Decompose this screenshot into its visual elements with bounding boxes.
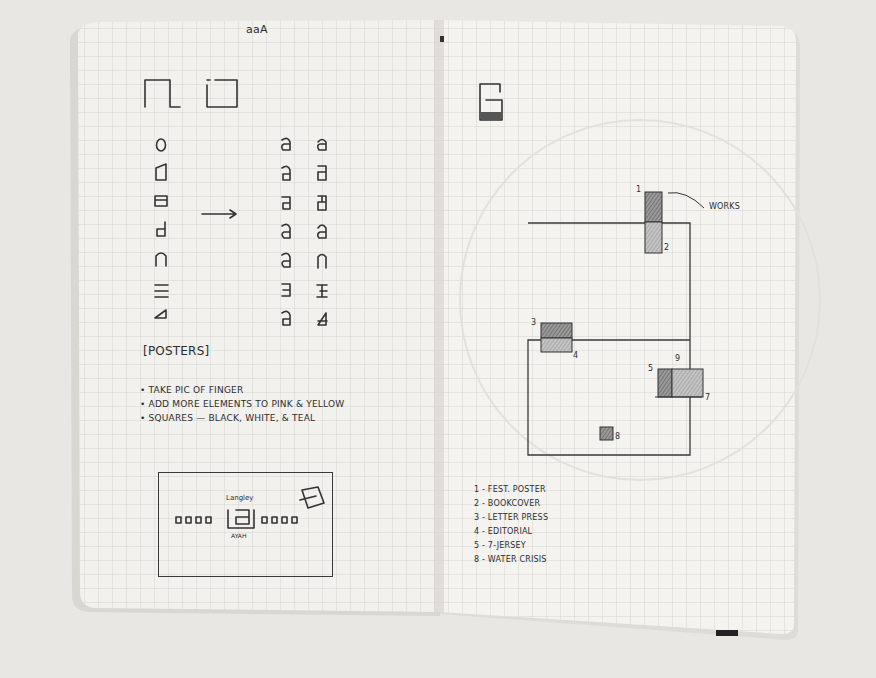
callout-number: 3 [531,319,536,328]
callout-label: WORKS [709,203,740,212]
callout-number: 2 [664,244,669,253]
callout-number: 4 [573,352,578,361]
logo-wordmark: Langley [226,495,253,503]
list-item: 2 - BOOKCOVER [474,500,540,509]
sketch-frame: LangleyAYAH [158,472,333,577]
list-item: 1 - FEST. POSTER [474,486,546,495]
note-line: • ADD MORE ELEMENTS TO PINK & YELLOW [140,400,344,410]
logo-name: AYAH [231,533,246,540]
section-heading: [POSTERS] [143,345,209,358]
callout-number: 7 [705,394,710,403]
list-item: 5 - 7-JERSEY [474,542,526,551]
page-heading: aaA [246,24,268,36]
list-item: 4 - EDITORIAL [474,528,532,537]
list-item: 8 - WATER CRISIS [474,556,547,565]
note-line: • TAKE PIC OF FINGER [140,386,243,396]
note-line: • SQUARES — BLACK, WHITE, & TEAL [140,414,315,424]
callout-number: 5 [648,365,653,374]
list-item: 3 - LETTER PRESS [474,514,548,523]
callout-number: 9 [675,355,680,364]
callout-number: 1 [636,186,641,195]
callout-number: 8 [615,433,620,442]
